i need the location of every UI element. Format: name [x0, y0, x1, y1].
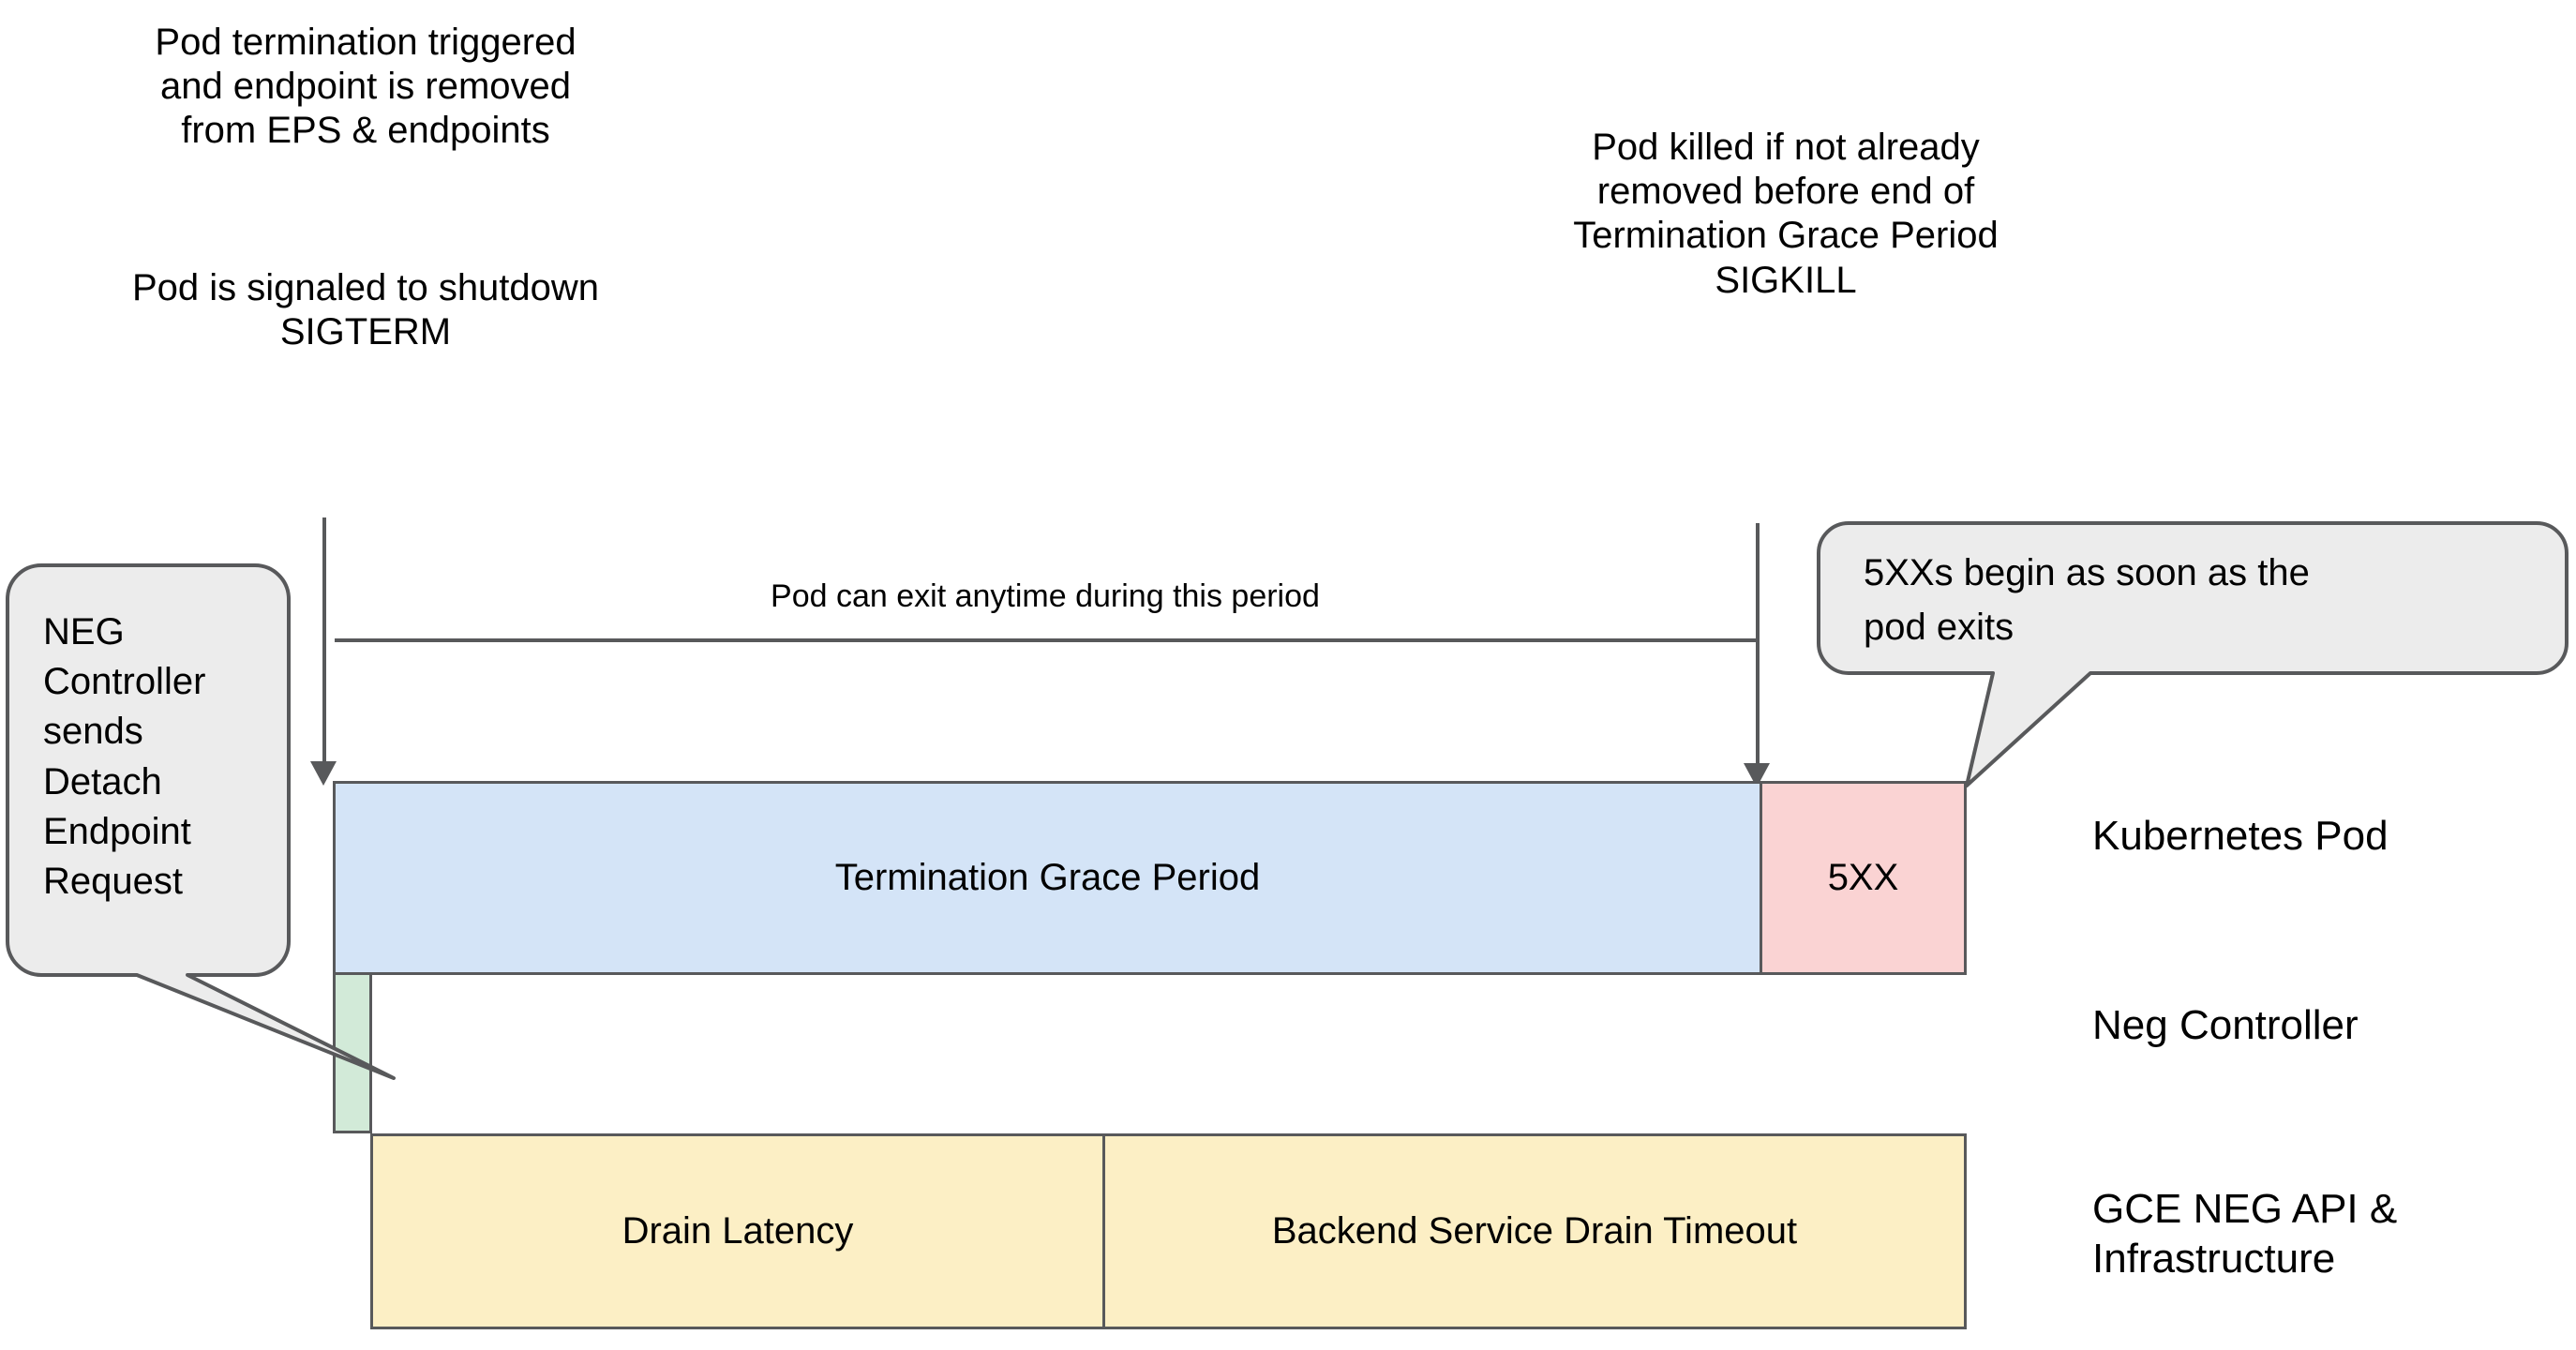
- callout-five-xx-text: 5XXs begin as soon as the pod exits: [1864, 552, 2310, 648]
- timeline-arrow-end-line: [1756, 523, 1760, 769]
- bar-drain-latency[interactable]: Drain Latency: [370, 1133, 1104, 1329]
- lane-label-kubernetes-pod: Kubernetes Pod: [2092, 813, 2389, 859]
- bar-five-xx[interactable]: 5XX: [1760, 781, 1967, 975]
- timeline-arrow-start-head-icon: [310, 761, 337, 786]
- callout-neg-controller-text: NEG Controller sends Detach Endpoint Req…: [43, 611, 206, 902]
- lane-label-gce-neg-api: GCE NEG API & Infrastructure: [2092, 1186, 2398, 1282]
- span-line: [335, 638, 1756, 642]
- callout-neg-controller-shape[interactable]: [0, 558, 396, 1083]
- bar-termination-grace-period[interactable]: Termination Grace Period: [333, 781, 1761, 975]
- span-label-pod-can-exit: Pod can exit anytime during this period: [771, 578, 1320, 614]
- lane-label-neg-controller: Neg Controller: [2092, 1002, 2359, 1048]
- timeline-arrow-start-line: [322, 518, 326, 767]
- annotation-pod-killed-sigkill: Pod killed if not already removed before…: [1573, 127, 1999, 301]
- bar-backend-service-drain-timeout[interactable]: Backend Service Drain Timeout: [1102, 1133, 1967, 1329]
- callout-five-xx-shape[interactable]: [1809, 514, 2576, 889]
- annotation-pod-signaled-sigterm: Pod is signaled to shutdown SIGTERM: [131, 267, 600, 353]
- annotation-pod-termination-triggered: Pod termination triggered and endpoint i…: [155, 22, 577, 152]
